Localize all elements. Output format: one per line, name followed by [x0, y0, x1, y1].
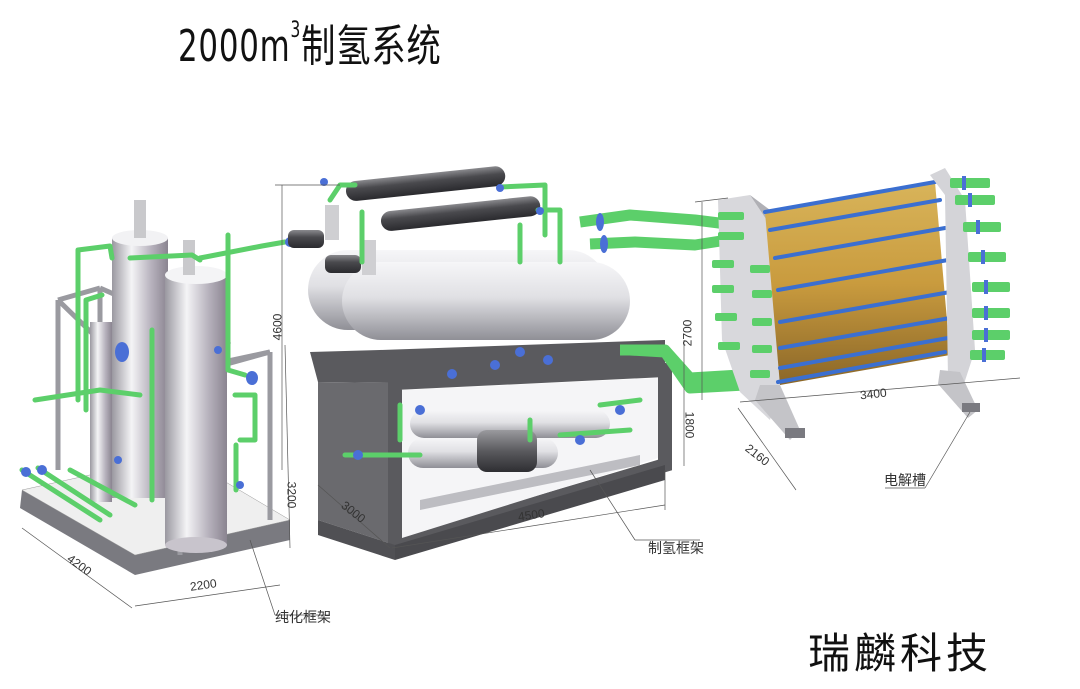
dim-electrolyzer-height: 2700 — [680, 319, 695, 347]
electrolyzer-label: 电解槽 — [884, 473, 926, 489]
dim-electrolyzer-length: 3400 — [859, 385, 888, 403]
title-unit-superscript: 3 — [290, 18, 302, 44]
purification-frame-label: 纯化框架 — [275, 610, 331, 626]
purification-dimension-lines — [21, 344, 330, 616]
hydrogen-production-frame — [288, 166, 746, 560]
electrolyzer-dimension-lines — [694, 197, 1021, 491]
title-system-name: 制氢系统 — [301, 21, 442, 72]
purification-frame — [19, 200, 295, 575]
company-name: 瑞麟科技 — [808, 629, 993, 678]
hydrogen-frame-dimension-lines — [275, 184, 700, 549]
dim-purification-height: 3200 — [284, 481, 299, 509]
page-title: 2000m3制氢系统 — [178, 10, 442, 74]
hydrogen-production-frame-label: 制氢框架 — [648, 541, 704, 557]
dim-hydrogen-total-height: 4600 — [270, 313, 285, 341]
title-capacity: 2000m — [178, 21, 291, 72]
dim-hydrogen-frame-height: 1800 — [682, 411, 697, 439]
electrolyzer — [712, 168, 1010, 440]
